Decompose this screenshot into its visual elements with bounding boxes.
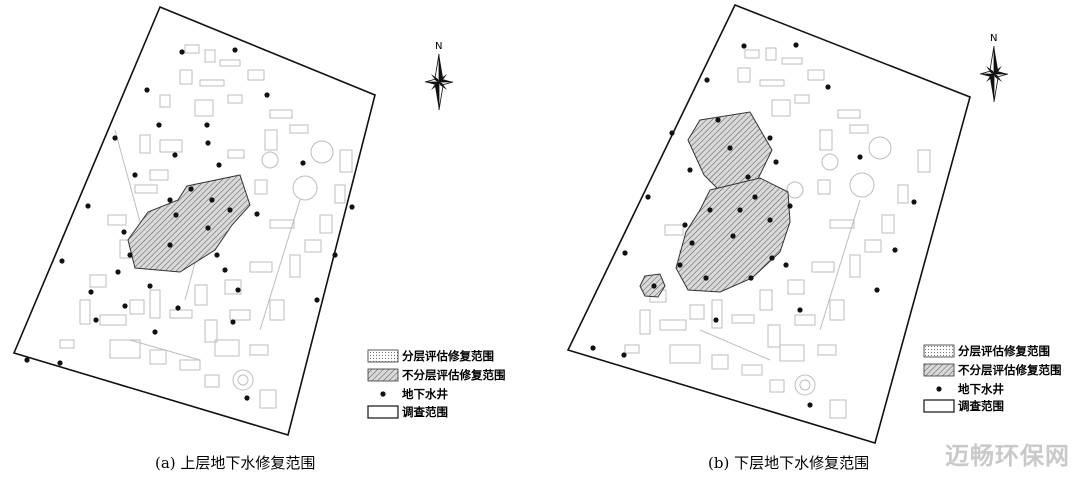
legend-b: 分层评估修复范围 不分层评估修复范围 地下水井 调查范围 xyxy=(923,344,1062,413)
legend-a-item-4: 调查范围 xyxy=(402,405,448,419)
north-arrow-icon xyxy=(424,53,454,111)
caption-a: (a) 上层地下水修复范围 xyxy=(155,454,315,472)
legend-b-item-4: 调查范围 xyxy=(958,399,1004,413)
site-plan-b xyxy=(624,47,931,419)
watermark: 迈畅环保网 xyxy=(945,442,1070,470)
legend-a-item-3: 地下水井 xyxy=(402,387,448,401)
caption-b: (b) 下层地下水修复范围 xyxy=(708,454,869,472)
panel-a: N 分层评估修复范围 不分层评估修复范围 地下水井 调查范围 (a) 上层地下水… xyxy=(12,5,506,472)
legend-a-item-1: 分层评估修复范围 xyxy=(402,349,494,363)
north-arrow-icon xyxy=(979,45,1009,103)
north-label-a: N xyxy=(435,41,442,52)
legend-b-item-2: 不分层评估修复范围 xyxy=(958,363,1062,377)
groundwater-wells-b xyxy=(590,42,917,408)
groundwater-wells-a xyxy=(24,47,355,401)
remediation-zone-hatched-a xyxy=(127,174,251,273)
legend-b-item-3: 地下水井 xyxy=(958,382,1004,396)
legend-b-item-1: 分层评估修复范围 xyxy=(958,344,1050,358)
north-label-b: N xyxy=(990,33,997,44)
panel-b: N 分层评估修复范围 不分层评估修复范围 地下水井 调查范围 (b) 下层地下水… xyxy=(566,3,1062,472)
legend-a: 分层评估修复范围 不分层评估修复范围 地下水井 调查范围 xyxy=(367,349,506,419)
site-plan-a xyxy=(59,44,353,409)
legend-a-item-2: 不分层评估修复范围 xyxy=(402,368,506,382)
